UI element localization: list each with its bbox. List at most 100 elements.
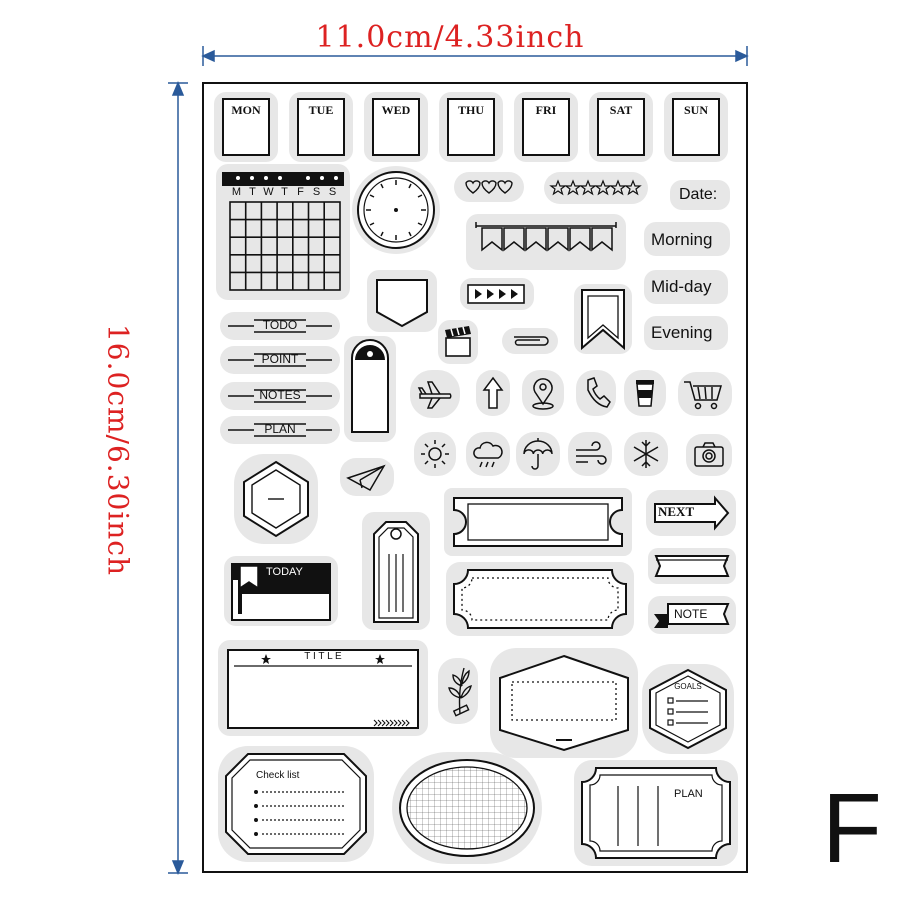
badge-stamp (367, 270, 437, 332)
cart-stamp (678, 372, 732, 416)
date-label: Date: (679, 186, 718, 203)
calendar-stamp: M T W T F S S (216, 164, 350, 300)
day-stamp: SAT (589, 92, 653, 162)
tape-stamp (648, 548, 736, 584)
clock-stamp (352, 166, 440, 254)
title-label: T I T L E (304, 651, 342, 662)
dotted-frame (453, 569, 627, 629)
today-label: TODAY (266, 566, 303, 578)
ticket-frame (453, 497, 623, 547)
day-stamp: MON (214, 92, 278, 162)
height-arrow (168, 81, 188, 875)
banner-label: TODO (262, 318, 298, 332)
plan-stamp: PLAN (574, 760, 738, 866)
gift-tag-stamp (362, 512, 430, 630)
bookmark-stamp (574, 284, 632, 354)
morning-label: Morning (651, 230, 713, 249)
note-label: NOTE (674, 607, 708, 621)
phone-stamp (576, 370, 616, 416)
next-label: NEXT (658, 504, 695, 519)
hearts-stamp (454, 172, 524, 202)
paperclip-stamp (502, 328, 558, 354)
width-dimension: 11.0cm/4.33inch (315, 20, 585, 55)
calendar-weekday: M (231, 186, 242, 198)
clapper-stamp (438, 320, 478, 364)
paper-plane-stamp (340, 458, 394, 496)
goals-label: GOALS (674, 682, 702, 691)
tall-tag-icon (351, 339, 389, 433)
day-stamp: THU (439, 92, 503, 162)
airplane-icon (417, 381, 452, 409)
sun-icon (421, 440, 449, 468)
ticket-stamp (444, 488, 632, 556)
banner-label: POINT (261, 352, 299, 366)
midday-stamp: Mid-day (644, 270, 728, 304)
stamp-sheet: MON TUE WED THU FRI SAT SUN (202, 82, 748, 873)
grid-oval (399, 759, 535, 857)
wind-stamp (568, 432, 612, 476)
leaf-sprig-icon (448, 667, 472, 717)
variant-letter: F (822, 773, 882, 883)
location-stamp (522, 370, 564, 416)
arrows-icon (467, 284, 525, 304)
gift-tag-icon (373, 521, 419, 623)
banner-hex-stamp (490, 648, 638, 758)
plan-label: PLAN (674, 788, 703, 800)
goals-stamp: GOALS (642, 664, 734, 754)
calendar-weekday: S (312, 186, 321, 198)
pocket-badge-icon (376, 279, 428, 328)
leaf-stamp (438, 658, 478, 724)
midday-label: Mid-day (651, 277, 712, 296)
clock-icon (357, 171, 435, 249)
note-stamp: NOTE (648, 596, 736, 634)
tall-tag-stamp (344, 336, 396, 442)
shopping-cart-icon (684, 381, 722, 410)
umbrella-icon (523, 438, 553, 470)
rain-cloud-icon (473, 441, 503, 468)
banner-label: NOTES (259, 388, 301, 402)
calendar-weekday: S (328, 186, 337, 198)
bookmark-icon (581, 289, 625, 351)
calendar-weekday: T (249, 186, 256, 198)
camera-icon (694, 442, 724, 467)
arrow-up-icon (482, 376, 504, 409)
checklist-label: Check list (256, 770, 300, 781)
checklist-stamp: Check list (218, 746, 374, 862)
umbrella-stamp (516, 432, 560, 476)
hexagon-frame (243, 460, 309, 538)
title-stamp: T I T L E (218, 640, 428, 736)
bunting-icon (475, 222, 617, 252)
snowflake-stamp (624, 432, 668, 476)
location-pin-icon (532, 378, 554, 410)
rain-stamp (466, 432, 510, 476)
hearts-icon (465, 180, 513, 194)
arrow-up-stamp (476, 370, 510, 416)
calendar-grid (222, 172, 344, 291)
airplane-stamp (410, 370, 460, 418)
banner-point: POINT (220, 346, 340, 374)
paperclip-icon (514, 336, 549, 346)
calendar-weekday: T (281, 186, 288, 198)
evening-stamp: Evening (644, 316, 728, 350)
morning-stamp: Morning (644, 222, 730, 256)
banner-notes: NOTES (220, 382, 340, 410)
day-stamp: SUN (664, 92, 728, 162)
paper-plane-icon (346, 464, 386, 492)
stars-stamp (544, 172, 648, 204)
next-stamp: NEXT (646, 490, 736, 536)
washi-tape-icon (654, 555, 730, 577)
sun-stamp (414, 432, 456, 476)
evening-label: Evening (651, 323, 713, 342)
grid-oval-stamp (392, 752, 542, 864)
calendar-weekday: W (263, 186, 274, 198)
calendar-weekday: F (297, 186, 304, 198)
banner-plan: PLAN (220, 416, 340, 444)
bunting-stamp (466, 214, 626, 270)
stars-icon (549, 179, 642, 196)
hexagon-stamp (234, 454, 318, 544)
wind-icon (576, 441, 607, 465)
coffee-stamp (624, 370, 666, 416)
banner-todo: TODO (220, 312, 340, 340)
dotted-frame-stamp (446, 562, 634, 636)
day-stamp: FRI (514, 92, 578, 162)
